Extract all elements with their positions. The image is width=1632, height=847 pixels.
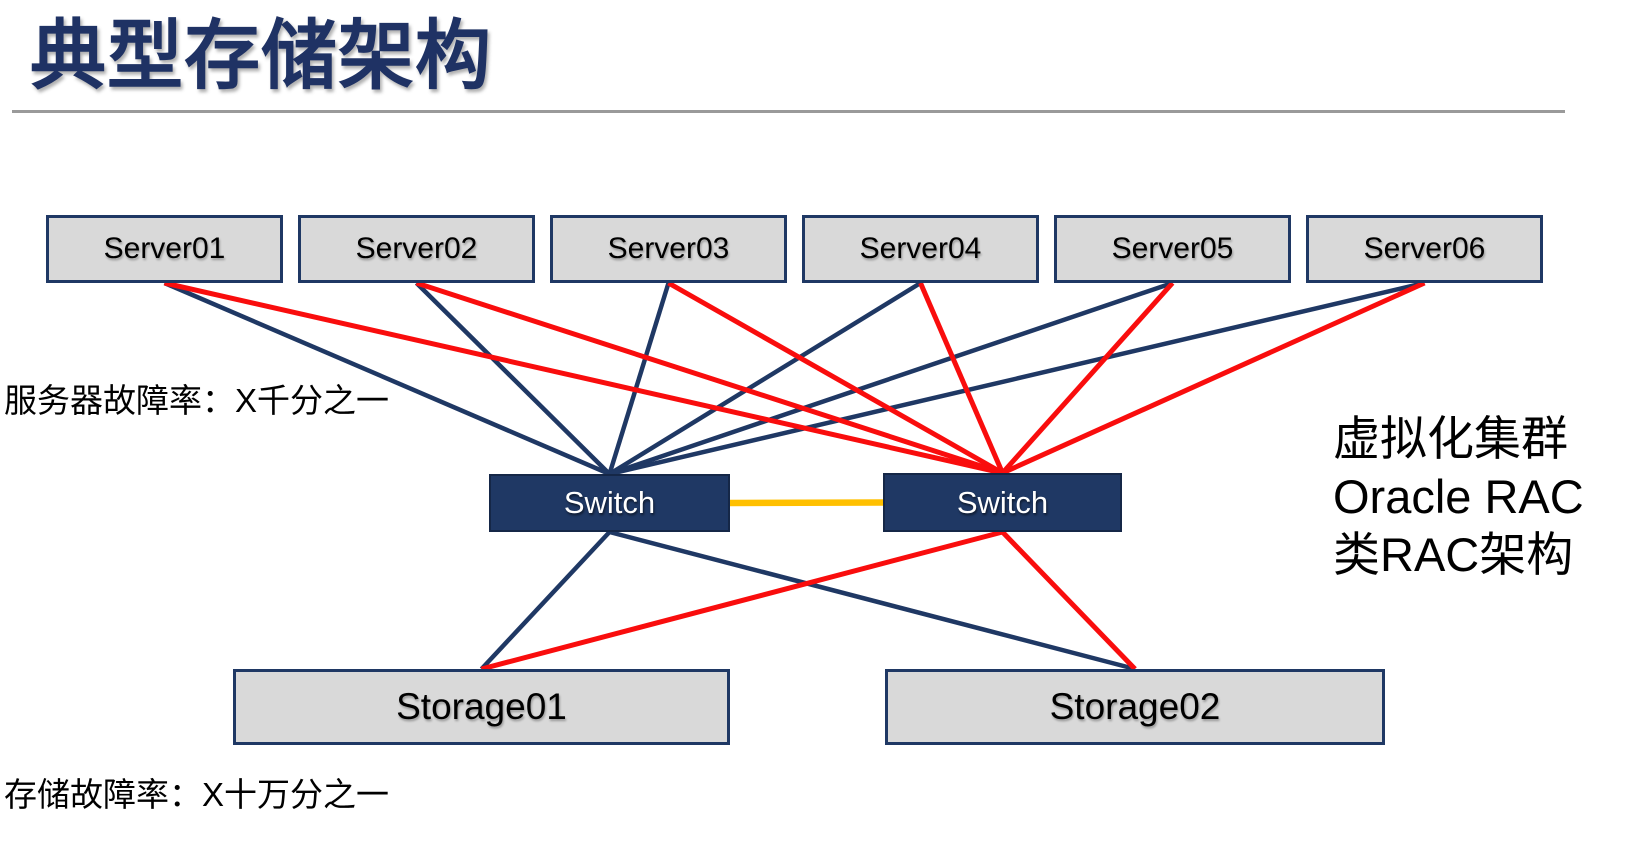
switch-left-box: Switch — [489, 474, 730, 532]
server01-label: Server01 — [103, 232, 226, 265]
edge-server3-switch1 — [607, 282, 671, 475]
edge-server6-switch1 — [608, 280, 1426, 477]
edge-server5-switch1 — [608, 280, 1174, 477]
edge-server6-switch2 — [1001, 280, 1426, 476]
cluster-note-line-3: 类RAC架构 — [1333, 528, 1574, 581]
cluster-note-line-1: 虚拟化集群 — [1333, 412, 1568, 465]
edge-server3-switch2 — [667, 280, 1004, 476]
edge-switch2-storage2 — [1000, 530, 1137, 671]
server03-label: Server03 — [607, 232, 730, 265]
storage01-box: Storage01 — [233, 669, 730, 745]
edge-server4-switch2 — [918, 282, 1005, 474]
server02-box: Server02 — [298, 215, 535, 283]
edge-switch1-switch2 — [729, 499, 884, 507]
edge-server5-switch2 — [1000, 281, 1175, 475]
edge-server4-switch1 — [608, 281, 922, 476]
switch-right-label: Switch — [956, 484, 1049, 520]
server04-box: Server04 — [802, 215, 1039, 283]
edge-switch2-storage1 — [480, 529, 1004, 672]
storage-failure-rate-note: 存储故障率：X十万分之一 — [4, 776, 390, 813]
title-divider — [12, 110, 1565, 113]
server04-label: Server04 — [859, 232, 982, 265]
edge-server2-switch2 — [415, 280, 1004, 476]
storage01-label: Storage01 — [396, 686, 567, 727]
cluster-note-line-2: Oracle RAC — [1333, 470, 1584, 523]
edge-switch1-storage2 — [608, 529, 1136, 672]
server-failure-rate-note: 服务器故障率：X千分之一 — [4, 382, 390, 419]
storage02-label: Storage02 — [1049, 686, 1221, 727]
cluster-note: 虚拟化集群 Oracle RAC 类RAC架构 — [1333, 410, 1584, 584]
storage02-box: Storage02 — [885, 669, 1385, 745]
slide-title: 典型存储架构 — [30, 14, 492, 99]
server05-box: Server05 — [1054, 215, 1291, 283]
switch-right-box: Switch — [883, 473, 1122, 532]
edge-server1-switch2 — [163, 280, 1004, 476]
edge-switch1-storage1 — [479, 530, 612, 671]
server05-label: Server05 — [1111, 232, 1234, 265]
server03-box: Server03 — [550, 215, 787, 283]
server01-box: Server01 — [46, 215, 283, 283]
server06-label: Server06 — [1363, 232, 1486, 265]
edge-server2-switch1 — [414, 281, 612, 476]
edge-server1-switch1 — [163, 280, 611, 477]
server06-box: Server06 — [1306, 215, 1543, 283]
switch-left-label: Switch — [563, 485, 656, 520]
server02-label: Server02 — [355, 232, 478, 265]
